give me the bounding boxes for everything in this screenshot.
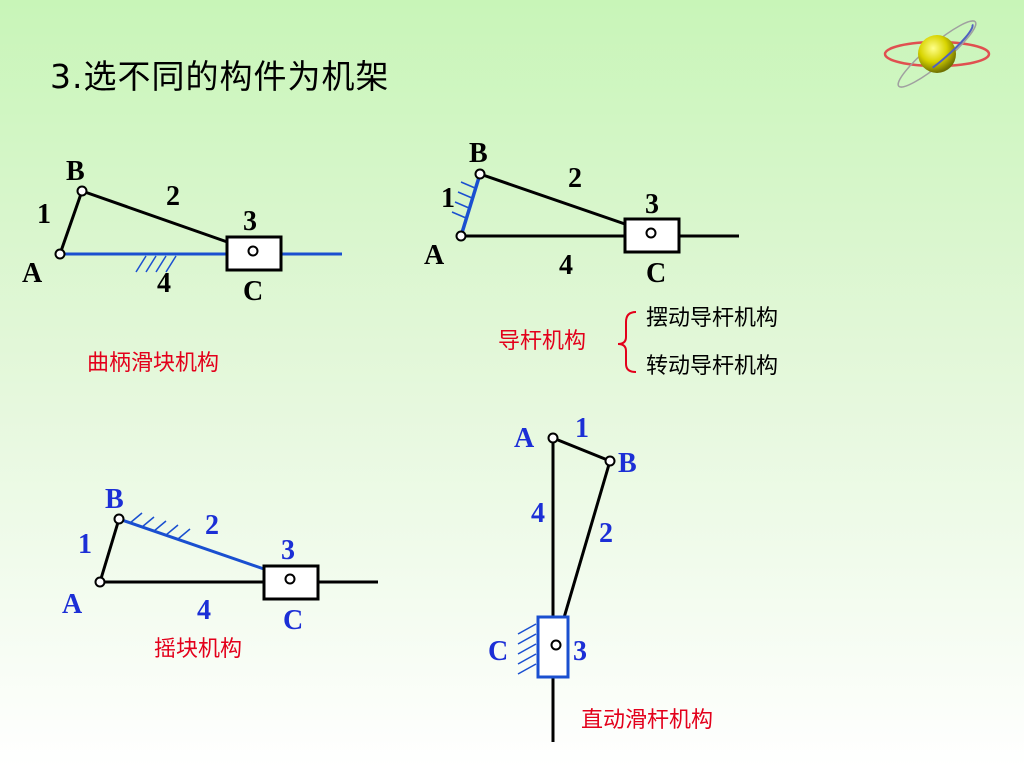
joint-b bbox=[113, 513, 125, 525]
label-link-2: 2 bbox=[599, 518, 613, 549]
link-2 bbox=[554, 460, 612, 646]
ground-hatch bbox=[135, 255, 177, 273]
label-c: C bbox=[243, 276, 264, 307]
joint-c bbox=[645, 227, 657, 239]
label-link-4: 4 bbox=[197, 595, 211, 626]
link-1 bbox=[98, 518, 121, 583]
joint-c bbox=[247, 245, 259, 257]
guide-bar-diagram bbox=[451, 168, 739, 373]
joint-b bbox=[76, 185, 88, 197]
label-link-2: 2 bbox=[166, 181, 180, 212]
link-1 bbox=[552, 436, 611, 463]
coupler-link-2 bbox=[81, 189, 254, 253]
label-link-3: 3 bbox=[645, 189, 659, 220]
label-b: B bbox=[66, 156, 85, 187]
label-link-3: 3 bbox=[573, 636, 587, 667]
joint-c bbox=[550, 639, 562, 651]
caption-rocking-block: 摇块机构 bbox=[154, 637, 243, 662]
globe-logo-icon bbox=[883, 20, 991, 88]
joint-a bbox=[455, 230, 467, 242]
link-2 bbox=[479, 172, 652, 235]
label-b: B bbox=[469, 138, 488, 169]
crank-slider-diagram bbox=[54, 185, 342, 273]
joint-b bbox=[604, 455, 616, 467]
label-c: C bbox=[488, 636, 509, 667]
frame-link-2 bbox=[118, 517, 291, 580]
label-b: B bbox=[618, 448, 637, 479]
label-link-2: 2 bbox=[568, 163, 582, 194]
caption-rotating-guide-bar: 转动导杆机构 bbox=[646, 354, 779, 379]
label-c: C bbox=[283, 605, 304, 636]
label-a: A bbox=[22, 258, 43, 289]
label-link-4: 4 bbox=[157, 268, 171, 299]
label-link-1: 1 bbox=[575, 413, 589, 444]
joint-a bbox=[547, 432, 559, 444]
joint-a bbox=[54, 248, 66, 260]
caption-swing-guide-bar: 摆动导杆机构 bbox=[646, 306, 779, 331]
label-link-1: 1 bbox=[441, 183, 455, 214]
label-link-4: 4 bbox=[531, 498, 545, 529]
label-link-2: 2 bbox=[205, 510, 219, 541]
joint-c bbox=[284, 573, 296, 585]
joint-a bbox=[94, 576, 106, 588]
label-b: B bbox=[105, 484, 124, 515]
joint-b bbox=[474, 168, 486, 180]
label-link-1: 1 bbox=[37, 199, 51, 230]
frame-link-1 bbox=[459, 173, 482, 237]
caption-guide-bar: 导杆机构 bbox=[498, 329, 587, 354]
rocking-block-diagram bbox=[94, 512, 378, 601]
ground-hatch bbox=[129, 512, 191, 540]
label-a: A bbox=[514, 423, 535, 454]
label-link-3: 3 bbox=[281, 535, 295, 566]
label-link-3: 3 bbox=[243, 206, 257, 237]
caption-fixed-slider: 直动滑杆机构 bbox=[581, 708, 714, 733]
ground-hatch bbox=[517, 623, 537, 675]
page-title: 3.选不同的构件为机架 bbox=[50, 57, 390, 96]
label-c: C bbox=[646, 258, 667, 289]
ground-hatch bbox=[451, 181, 476, 219]
label-a: A bbox=[424, 240, 445, 271]
caption-crank-slider: 曲柄滑块机构 bbox=[87, 351, 220, 376]
label-link-4: 4 bbox=[559, 250, 573, 281]
label-link-1: 1 bbox=[78, 529, 92, 560]
brace-icon bbox=[617, 311, 637, 373]
label-a: A bbox=[62, 589, 83, 620]
crank-link-1 bbox=[58, 190, 84, 255]
fixed-slider-diagram bbox=[517, 432, 616, 742]
